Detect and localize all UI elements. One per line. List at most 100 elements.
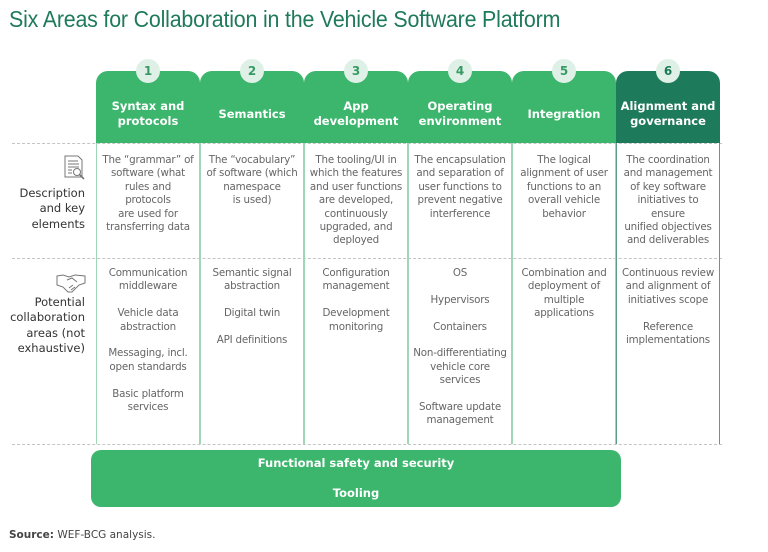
collaboration-item-line: services (127, 401, 169, 414)
area-number-badge: 2 (240, 59, 264, 83)
description-line: The tooling/UI in (315, 154, 397, 166)
description-line: The encapsulation (414, 154, 506, 166)
description-line: prevent negative (417, 194, 503, 207)
description-line: continuously (324, 207, 388, 220)
collaboration-item-line: abstraction (120, 320, 176, 333)
collaboration-item-line: Containers (433, 320, 487, 333)
collaboration-item: Hypervisors (412, 294, 508, 307)
collaboration-item: Containers (412, 321, 508, 334)
area-name-line: Operating (427, 99, 493, 113)
area-header: Semantics (200, 71, 304, 143)
collaboration-item-line: Continuous review (621, 267, 715, 279)
collaboration-item-line: implementations (626, 334, 710, 347)
area-header: Integration (512, 71, 616, 143)
area-name-line: App (343, 99, 369, 113)
description-line: rules and protocols (124, 180, 172, 207)
description-line: user functions to (418, 180, 502, 193)
collaboration-item-line: Reference (642, 320, 694, 333)
area-number-badge: 4 (448, 59, 472, 83)
description-line: behavior (542, 207, 586, 220)
description-line: unified objectives (624, 221, 712, 234)
description-line: The “vocabulary” (208, 154, 296, 166)
handshake-icon (55, 273, 87, 299)
collaboration-item-line: Non-differentiating (413, 347, 507, 360)
description-line: of software (which (206, 167, 298, 180)
description-line: initiatives to ensure (637, 194, 699, 220)
row-divider-bottom (12, 444, 722, 445)
collaboration-item-line: abstraction (224, 280, 280, 293)
collaboration-item-line: Combination and (521, 267, 607, 279)
collaboration-item-line: deployment of (527, 280, 601, 293)
area-number-badge: 1 (136, 59, 160, 83)
description-line: functions to an (526, 180, 602, 193)
collaboration-item: Digital twin (204, 307, 300, 320)
area-name-line: governance (630, 114, 706, 128)
description-line: The “grammar” of (102, 154, 194, 166)
collaboration-item-line: Digital twin (223, 307, 281, 320)
row-divider-top (12, 143, 722, 144)
description-line: alignment of user (520, 167, 608, 180)
collaboration-item-line: multiple (543, 293, 585, 306)
description-line: of key software (630, 180, 706, 193)
collaboration-item-line: monitoring (328, 320, 384, 333)
area-name-line: Semantics (218, 106, 286, 121)
cross-cutting-bar: Functional safety and security Tooling (91, 450, 621, 507)
collaboration-item-line: Configuration (322, 267, 390, 279)
row-divider-middle (12, 258, 722, 259)
collaboration-item-line: Vehicle data (117, 307, 179, 320)
collaboration-item-line: services (439, 374, 481, 387)
collaboration-item-line: and alignment of (625, 280, 711, 293)
collaboration-item-line: open standards (109, 360, 187, 373)
area-name-line: protocols (117, 114, 179, 128)
cross-cutting-tooling: Tooling (332, 486, 380, 500)
collaboration-item: OS (412, 267, 508, 280)
collaboration-item-line: vehicle core (430, 360, 490, 373)
area-name-line: Alignment and (620, 99, 716, 113)
collaboration-item-line: Hypervisors (430, 293, 490, 306)
cross-cutting-functional-safety: Functional safety and security (257, 456, 455, 470)
source-text: WEF-BCG analysis. (57, 529, 156, 541)
collaboration-item-line: Basic platform (112, 387, 184, 400)
description-line: are developed, (318, 194, 394, 207)
row-label-collaboration: Potential collaboration areas (not exhau… (10, 295, 85, 356)
area-name: Integration (528, 107, 601, 122)
description-line: which the features (309, 167, 403, 180)
area-name-line: Syntax and (111, 99, 185, 113)
description-line: and deliverables (626, 234, 710, 247)
collaboration-item-line: applications (534, 307, 594, 320)
collaboration-item-line: Software update (419, 401, 501, 413)
area-number-badge: 6 (656, 59, 680, 83)
description-line: interference (429, 207, 491, 220)
area-name-line: development (313, 114, 399, 128)
area-number-badge: 5 (552, 59, 576, 83)
description-line: and separation of (416, 167, 504, 180)
description-line: namespace (223, 180, 281, 193)
